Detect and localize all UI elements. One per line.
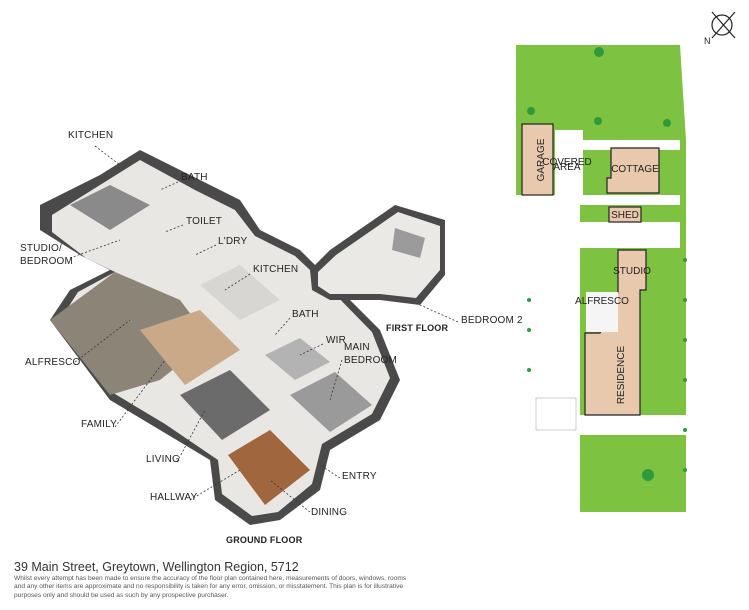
alfresco-site-label: ALFRESCO [575, 296, 629, 307]
covered-area-label: COVERED [542, 157, 591, 168]
site-plan: GARAGE COVERED AREA COTTAGE SHED STUDIO … [516, 45, 687, 512]
shed-building [608, 206, 642, 223]
ground-floor-3d [40, 150, 400, 525]
covered-area-label-2: AREA [553, 162, 581, 173]
bedroom-floor [290, 372, 372, 432]
leader-lines [69, 145, 459, 513]
compass-icon: N [704, 11, 736, 46]
alfresco-area [586, 292, 618, 332]
ground-floor-title: GROUND FLOOR [226, 535, 303, 545]
room-label-family: FAMILY [81, 419, 118, 430]
room-label-studio: STUDIO/ [20, 243, 62, 254]
room-label-bedroom-2: BEDROOM 2 [461, 315, 523, 326]
room-label-living: LIVING [146, 454, 180, 465]
first-floor-3d [310, 205, 445, 305]
room-label-alfresco: ALFRESCO [25, 357, 81, 368]
room-label-kitchen-upper: KITCHEN [68, 130, 114, 141]
family-floor [140, 310, 240, 385]
room-label-entry: ENTRY [342, 471, 377, 482]
living-floor [180, 370, 270, 440]
cottage-label: COTTAGE [611, 164, 659, 175]
garage-label: GARAGE [536, 138, 547, 181]
room-label-studio-bedroom: BEDROOM [20, 256, 74, 267]
dining-floor [228, 430, 310, 505]
room-label-toilet: TOILET [186, 216, 223, 227]
property-address: 39 Main Street, Greytown, Wellington Reg… [14, 560, 299, 574]
disclaimer-text: Whilst every attempt has been made to en… [14, 575, 407, 599]
studio-label: STUDIO [613, 266, 651, 277]
room-label-bath: BATH [292, 309, 319, 320]
residence-label: RESIDENCE [616, 346, 627, 405]
trees [527, 47, 687, 481]
first-floor-title: FIRST FLOOR [386, 323, 449, 333]
kitchen-floor [200, 265, 280, 320]
room-label-bath-upper: BATH [181, 172, 208, 183]
driveway [516, 195, 580, 512]
cottage-building [606, 147, 660, 194]
garage-building [521, 123, 554, 196]
room-label-main: MAIN [344, 342, 370, 353]
room-label-main-bedroom: BEDROOM [344, 355, 398, 366]
studio-floor [70, 185, 150, 230]
room-label-hallway: HALLWAY [150, 492, 198, 503]
room-label-kitchen: KITCHEN [253, 264, 299, 275]
compass-north-label: N [704, 36, 711, 46]
room-label-laundry: L'DRY [218, 236, 248, 247]
room-label-wir: WIR [326, 335, 347, 346]
room-label-dining: DINING [311, 507, 348, 518]
shed-label: SHED [611, 210, 639, 221]
wir-floor [265, 338, 330, 380]
